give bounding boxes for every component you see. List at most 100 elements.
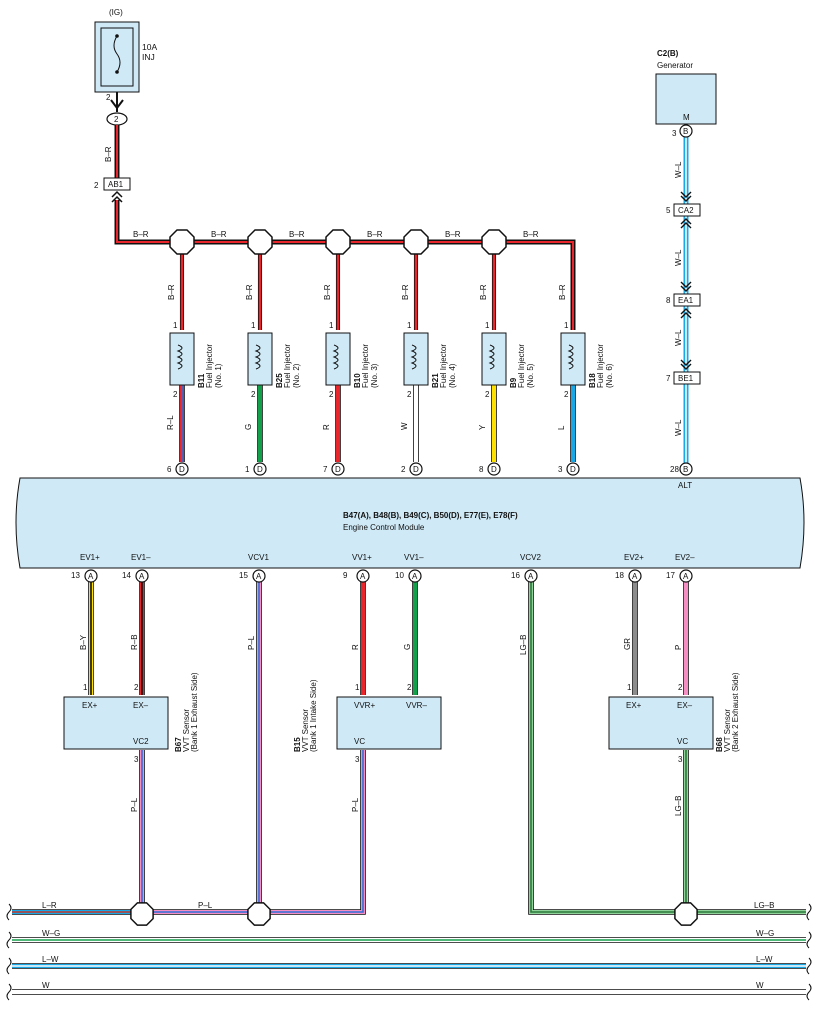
generator-pin: 3 xyxy=(672,129,677,138)
ecm-bottom-connector-label: A xyxy=(412,572,418,581)
ecm-bottom-connector xyxy=(135,569,149,583)
ecm-bottom-connector-label: A xyxy=(528,572,534,581)
connector-arrow-icon xyxy=(110,99,124,110)
break-mark-icon xyxy=(806,931,812,949)
sensor-pin: 3 xyxy=(134,755,139,764)
ecm-name: Engine Control Module xyxy=(343,523,425,532)
generator-inline-connector-label: BE1 xyxy=(678,374,694,383)
connector-arrow-icon xyxy=(680,359,692,370)
sensor-code: B15 xyxy=(293,737,302,752)
ecm-alt-label: ALT xyxy=(678,481,692,490)
sensor-pin: 3 xyxy=(355,755,360,764)
ecm-bottom-connector-label: A xyxy=(683,572,689,581)
bus-label: B–R xyxy=(133,230,149,239)
sensor-code: B68 xyxy=(715,737,724,752)
injector-out-wire-label: R xyxy=(322,424,331,430)
ecm-bottom-pin-number: 15 xyxy=(239,571,248,580)
sensor-pin: 1 xyxy=(83,683,88,692)
ecm-bottom-connector-label: A xyxy=(632,572,638,581)
ecm-bottom-pin-label: VCV2 xyxy=(520,553,541,562)
break-mark-icon xyxy=(6,983,12,1001)
ecm-bottom-connector-label: A xyxy=(256,572,262,581)
sensor-side: (Bank 1 Exhaust Side) xyxy=(190,672,199,752)
sensor-pin: 2 xyxy=(678,683,683,692)
injector-in-wire-label: B–R xyxy=(401,284,410,300)
generator-inline-connector xyxy=(673,203,701,217)
sensor-pin: 3 xyxy=(678,755,683,764)
ecm-bottom-connector xyxy=(252,569,266,583)
ecm-bottom-connector xyxy=(84,569,98,583)
injector-code: B11 xyxy=(197,373,206,388)
injector-in-pin: 1 xyxy=(329,321,334,330)
injector-code: B21 xyxy=(431,373,440,388)
ecm-pin-number: 1 xyxy=(245,465,250,474)
coil-icon xyxy=(410,344,417,370)
vvt-sensor-box xyxy=(63,696,169,750)
wire-label: GR xyxy=(623,638,632,650)
generator-wire-label: W–L xyxy=(674,249,683,266)
ecm-injector-connector xyxy=(409,462,423,476)
bus-label: B–R xyxy=(523,230,539,239)
wire-label: P–L xyxy=(351,797,360,812)
ecm-alt-pin: 28 xyxy=(670,465,679,474)
wire-label: G xyxy=(403,644,412,650)
generator-terminal: M xyxy=(683,113,690,122)
break-mark-icon xyxy=(806,903,812,921)
ecm-injector-connector xyxy=(487,462,501,476)
sensor-terminal: EX+ xyxy=(626,701,642,710)
bus-label: B–R xyxy=(367,230,383,239)
bus-right-label: LG–B xyxy=(754,901,774,910)
sensor-code: B67 xyxy=(174,737,183,752)
wire-label: B–Y xyxy=(79,634,88,650)
ecm-pin-number: 7 xyxy=(323,465,328,474)
injector-number: (No. 1) xyxy=(214,363,223,388)
injector-in-wire-label: B–R xyxy=(558,284,567,300)
injector-number: (No. 4) xyxy=(448,363,457,388)
connector-arrow-icon xyxy=(111,190,123,203)
splice-junction xyxy=(169,229,195,255)
wire-label: LG–B xyxy=(519,635,528,655)
bus-left-label: W–G xyxy=(42,929,60,938)
ecm-bottom-pin-label: EV2+ xyxy=(624,553,644,562)
coil-icon xyxy=(332,344,339,370)
injector-in-pin: 1 xyxy=(564,321,569,330)
sensor-side: (Bank 2 Exhaust Side) xyxy=(731,672,740,752)
generator-wire-label: W–L xyxy=(674,419,683,436)
power-wire-label: B–R xyxy=(104,146,113,162)
fuse-pin: 2 xyxy=(106,93,111,102)
ecm-injector-connector xyxy=(253,462,267,476)
sensor-terminal: VVR+ xyxy=(354,701,375,710)
ecm-bottom-pin-label: EV1+ xyxy=(80,553,100,562)
bus-right-label: L–W xyxy=(756,955,773,964)
wire-label: P–L xyxy=(130,797,139,812)
ecm-injector-connector-label: D xyxy=(413,465,419,474)
vvt-sensor-box xyxy=(336,696,442,750)
injector-box xyxy=(560,332,586,386)
injector-out-wire-label: W xyxy=(400,422,409,430)
sensor-terminal: EX+ xyxy=(82,701,98,710)
injector-name: Fuel Injector xyxy=(596,344,605,388)
generator-box xyxy=(655,73,717,125)
generator-name: Generator xyxy=(657,61,693,70)
wire-label: R–B xyxy=(130,634,139,650)
connector-ab1 xyxy=(103,177,131,191)
bus-label: B–R xyxy=(211,230,227,239)
injector-number: (No. 2) xyxy=(292,363,301,388)
generator-wire-label: W–L xyxy=(674,329,683,346)
ecm-bottom-connector xyxy=(628,569,642,583)
injector-code: B9 xyxy=(509,377,518,388)
bus-left-label: L–R xyxy=(42,901,57,910)
ecm-bottom-connector xyxy=(679,569,693,583)
sensor-name: VVT Sensor xyxy=(723,709,732,752)
splice-junction xyxy=(674,902,698,926)
ecm-bottom-pin-number: 16 xyxy=(511,571,520,580)
bus-label: B–R xyxy=(445,230,461,239)
